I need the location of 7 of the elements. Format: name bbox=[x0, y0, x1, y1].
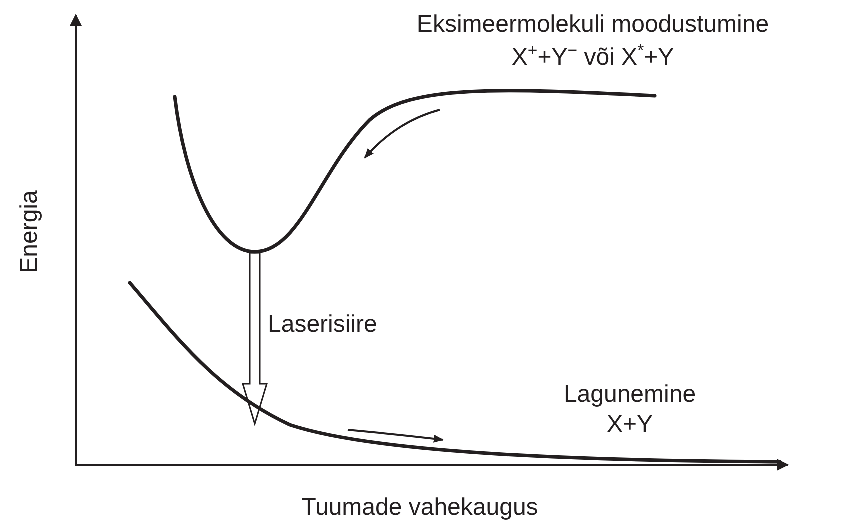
curve-caption: Lagunemine bbox=[564, 381, 696, 409]
curve-caption: X+Y bbox=[606, 411, 654, 439]
axis-label: Tuumade vahekaugus bbox=[302, 494, 538, 522]
axis-label: Energia bbox=[16, 190, 44, 274]
curve-caption: X$^{+}$+Y$^{−}$ või X$^{*}$+Y bbox=[512, 44, 674, 72]
curve-caption: Eksimeermolekuli moodustumine bbox=[416, 11, 770, 39]
transition-arrow bbox=[242, 252, 268, 427]
